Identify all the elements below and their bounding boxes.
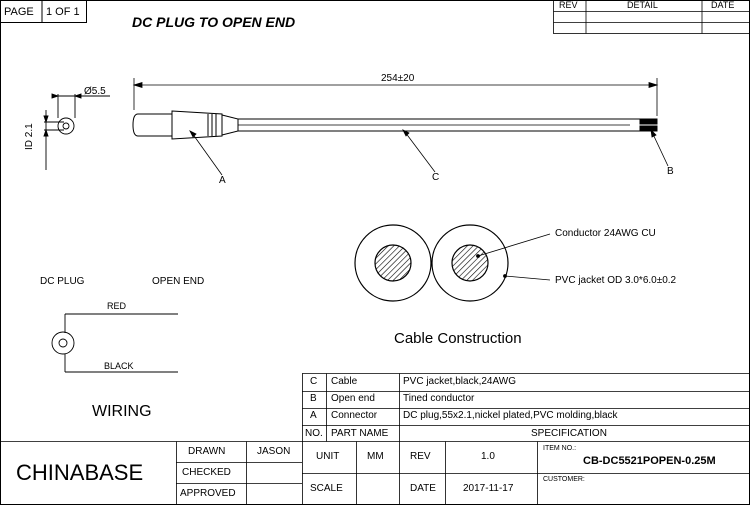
- approved-label: APPROVED: [180, 488, 236, 499]
- part-row-a-spec: DC plug,55x2.1,nickel plated,PVC molding…: [403, 410, 618, 421]
- jacket-left: [354, 224, 432, 302]
- jacket-right: [431, 224, 509, 302]
- conductor-label: Conductor 24AWG CU: [555, 228, 656, 239]
- cross-section-leaders: [476, 233, 551, 281]
- part-row-a-name: Connector: [331, 410, 378, 421]
- date-value: 2017-11-17: [463, 483, 514, 494]
- wiring-open-end-label: OPEN END: [152, 276, 205, 287]
- plug-end-view: [43, 93, 110, 170]
- customer-label: CUSTOMER:: [543, 476, 585, 483]
- conductor-right: [451, 244, 489, 282]
- checked-label: CHECKED: [182, 467, 231, 478]
- drawing-title: DC PLUG TO OPEN END: [132, 14, 296, 30]
- rev-header: REV: [559, 0, 578, 10]
- rev-value: 1.0: [481, 451, 495, 462]
- length-dimension: [132, 78, 659, 116]
- page-box: [0, 0, 87, 23]
- drawn-label: DRAWN: [188, 446, 226, 457]
- drawn-value: JASON: [257, 446, 291, 457]
- red-wire-label: RED: [107, 301, 127, 311]
- parts-header-no: NO.: [305, 428, 323, 439]
- rev-label: REV: [410, 451, 431, 462]
- part-row-b-no: B: [310, 393, 317, 404]
- strain-relief: [221, 114, 239, 136]
- cable-side-view: [132, 110, 658, 140]
- part-row-b-name: Open end: [331, 393, 375, 404]
- plug-molding: [171, 110, 223, 140]
- date-header: DATE: [711, 0, 735, 10]
- diameter-label: Ø5.5: [84, 86, 106, 97]
- part-row-c-name: Cable: [331, 376, 358, 387]
- date-label: DATE: [410, 483, 436, 494]
- callout-c: C: [432, 172, 440, 183]
- length-dimension-label: 254±20: [381, 73, 415, 84]
- part-row-b-spec: Tined conductor: [403, 393, 475, 404]
- company-name: CHINABASE: [16, 460, 144, 485]
- wiring-plug-label: DC PLUG: [40, 276, 85, 287]
- conductor-left: [374, 244, 412, 282]
- part-row-a-no: A: [310, 410, 317, 421]
- inner-diameter-label: ID 2.1: [24, 123, 35, 150]
- plug-tip: [132, 113, 173, 137]
- cross-section-caption: Cable Construction: [394, 330, 522, 347]
- scale-label: SCALE: [310, 483, 343, 494]
- unit-value: MM: [367, 451, 384, 462]
- parts-header-name: PART NAME: [331, 428, 389, 439]
- item-no-label: ITEM NO.:: [543, 445, 577, 452]
- item-no-value: CB-DC5521POPEN-0.25M: [583, 455, 716, 467]
- jacket-label: PVC jacket OD 3.0*6.0±0.2: [555, 275, 677, 286]
- conductor-top: [639, 118, 658, 125]
- wiring-diagram: [51, 313, 178, 373]
- title-block-grid: [0, 441, 750, 505]
- page-label: PAGE: [4, 6, 34, 18]
- part-row-c-no: C: [310, 376, 318, 387]
- parts-header-spec: SPECIFICATION: [531, 428, 607, 439]
- detail-header: DETAIL: [627, 0, 658, 10]
- cable-cross-section: [354, 224, 509, 302]
- page-value: 1 OF 1: [46, 6, 80, 18]
- wiring-caption: WIRING: [92, 403, 152, 420]
- conductor-bottom: [639, 125, 658, 132]
- unit-label: UNIT: [316, 451, 340, 462]
- callout-b: B: [667, 166, 674, 177]
- callout-a: A: [219, 175, 226, 186]
- black-wire-label: BLACK: [104, 361, 134, 371]
- part-row-c-spec: PVC jacket,black,24AWG: [403, 376, 517, 387]
- parts-table-grid: [302, 373, 749, 442]
- callout-leaders: [189, 128, 669, 176]
